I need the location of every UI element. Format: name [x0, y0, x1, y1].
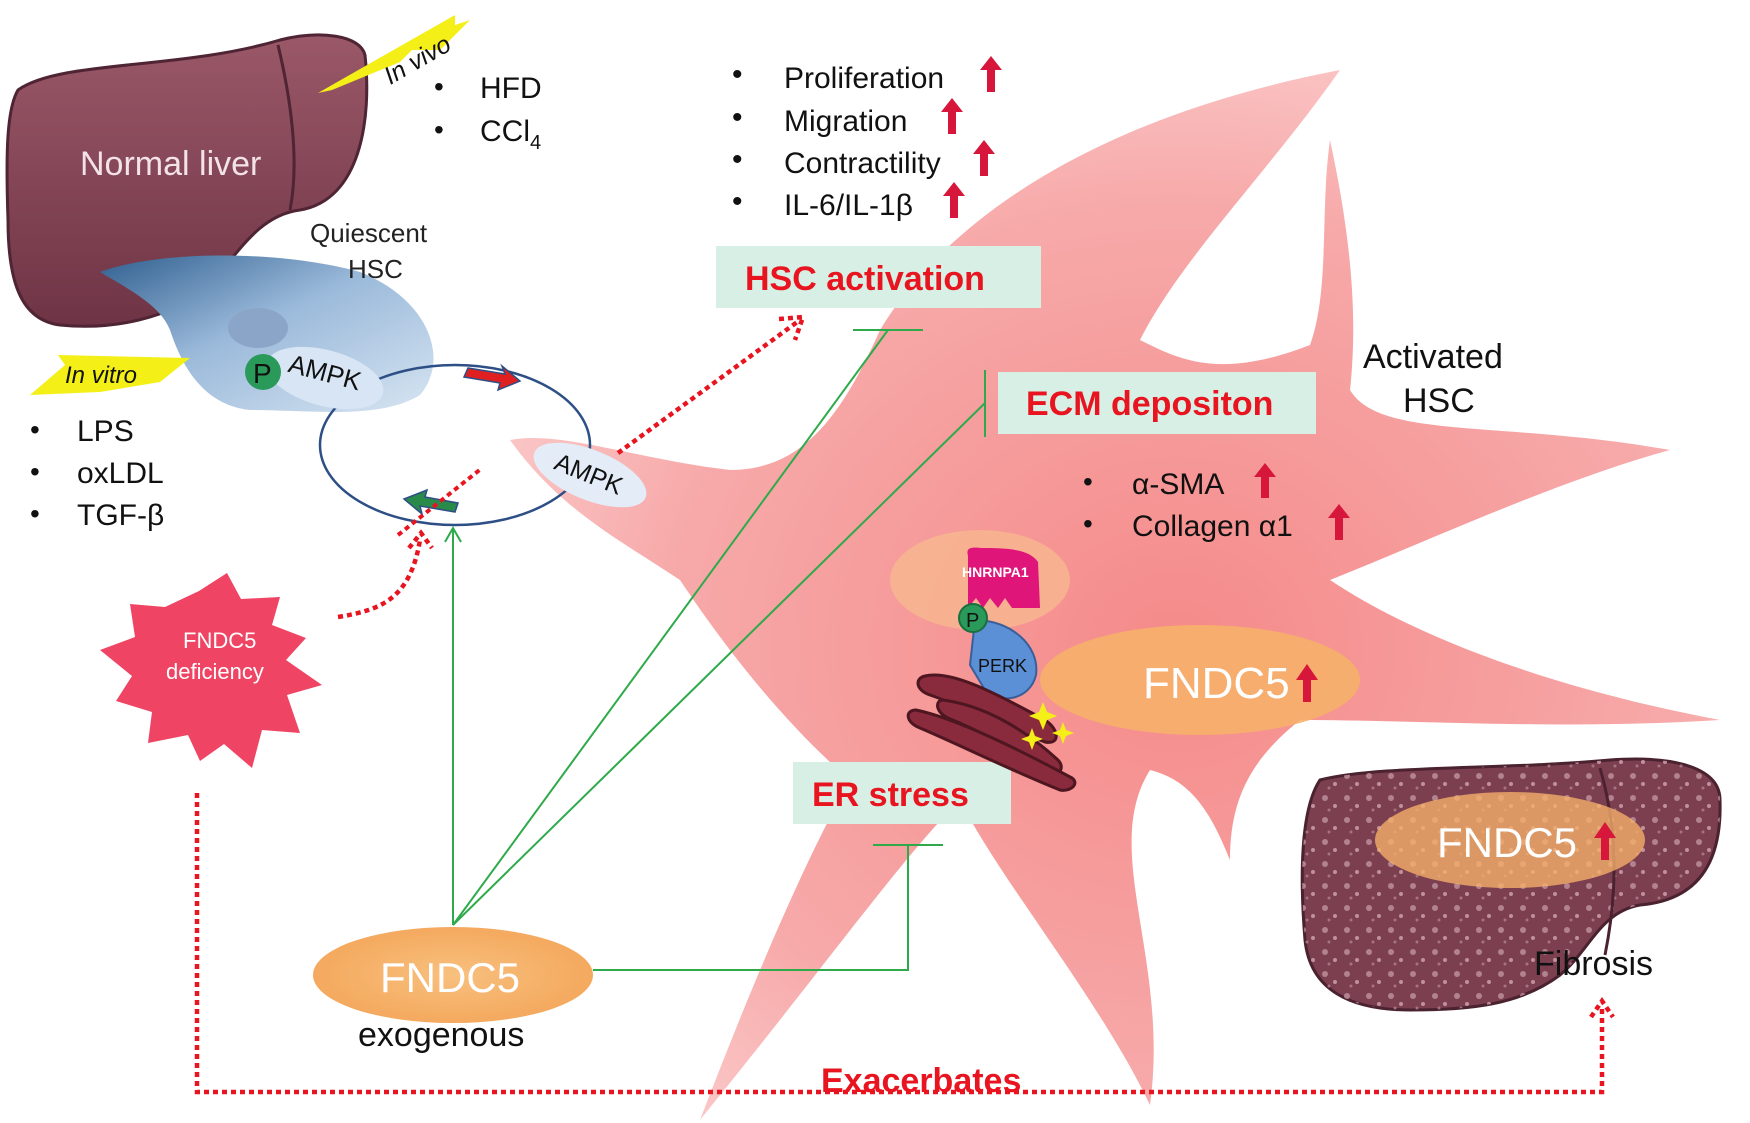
effect-il6-il1b: IL-6/IL-1β: [784, 189, 913, 222]
hsc-activation-label: HSC activation: [745, 260, 985, 298]
activated-hsc-cell: [510, 70, 1720, 1120]
normal-liver: [5, 33, 369, 328]
svg-text:•: •: [732, 101, 743, 134]
er-stress-label: ER stress: [812, 776, 969, 814]
in-vitro-label: In vitro: [65, 362, 137, 389]
cycle-back-arrow: [402, 488, 459, 517]
in-vitro-item-tgfb: TGF-β: [77, 499, 164, 532]
in-vitro-badge: [30, 355, 190, 395]
perk-label: PERK: [978, 656, 1027, 676]
svg-text:•: •: [30, 456, 40, 487]
fndc5-exogenous-label: FNDC5: [380, 954, 520, 1001]
er-membrane-icon: [906, 673, 1077, 792]
activated-hsc-label-2: HSC: [1403, 382, 1475, 420]
hnrnpa1-protein: [967, 547, 1040, 608]
marker-asma: α-SMA: [1132, 468, 1224, 501]
fndc5-deficiency-burst: [100, 573, 322, 768]
ampk-quiescent: [266, 346, 384, 410]
effect-contractility: Contractility: [784, 147, 941, 180]
fndc5-cell-oval: [1040, 625, 1360, 735]
in-vitro-item-oxldl: oxLDL: [77, 457, 164, 490]
up-arrow-icon: [980, 56, 1002, 92]
normal-liver-label: Normal liver: [80, 145, 261, 183]
activated-hsc-label-1: Activated: [1363, 338, 1503, 376]
hnrnpa1-phospho-icon: [958, 603, 988, 633]
deficiency-label-2: deficiency: [166, 659, 264, 684]
fndc5-exogenous-sub: exogenous: [358, 1016, 524, 1054]
red-dotted-arrows: [194, 314, 1615, 1095]
hsc-activation-box: [716, 246, 1041, 308]
effect-proliferation: Proliferation: [784, 62, 944, 95]
up-arrows-effects: [941, 56, 1002, 218]
svg-text:•: •: [434, 114, 444, 145]
cycle-forward-arrow: [462, 363, 522, 392]
phospho-ampk-icon: [245, 354, 281, 390]
activation-effects-list: • Proliferation • Migration • Contractil…: [732, 58, 944, 222]
svg-text:•: •: [732, 143, 743, 176]
in-vivo-item-ccl4-label: CCl4: [480, 115, 541, 154]
up-arrow-icon: [1254, 463, 1276, 498]
in-vivo-item-hfd: •: [434, 71, 444, 102]
up-arrow-icon: [1594, 822, 1616, 860]
hnrnpa1-label: HNRNPA1: [962, 564, 1029, 580]
quiescent-nucleus: [228, 308, 288, 348]
fndc5-exogenous-oval: [313, 927, 593, 1023]
fndc5-fibrosis-label: FNDC5: [1437, 819, 1577, 866]
sparkle-icon: [1021, 702, 1074, 750]
er-stress-box: [793, 762, 1011, 824]
deficiency-label-1: FNDC5: [183, 628, 256, 653]
svg-text:•: •: [1083, 466, 1093, 497]
up-arrow-icon: [1328, 504, 1350, 540]
svg-text:•: •: [732, 185, 743, 218]
svg-text:•: •: [30, 498, 40, 529]
effect-migration: Migration: [784, 105, 907, 138]
fibrosis-label: Fibrosis: [1534, 945, 1653, 983]
fndc5-cell-label: FNDC5: [1143, 659, 1290, 708]
svg-text:•: •: [1083, 508, 1093, 539]
svg-text:•: •: [30, 414, 40, 445]
ampk-activated: [533, 442, 647, 508]
in-vivo-badge: [318, 15, 470, 93]
in-vitro-item-lps: LPS: [77, 415, 134, 448]
in-vivo-item-hfd-label: HFD: [480, 72, 542, 105]
hnrnpa1-phospho-label: P: [966, 610, 979, 632]
ampk-cycle: [318, 363, 592, 527]
fndc5-fibrosis-oval: [1375, 792, 1645, 888]
ecm-box: [998, 372, 1316, 434]
up-arrow-icon: [943, 182, 965, 218]
up-arrow-icon: [973, 140, 995, 176]
marker-collagen: Collagen α1: [1132, 510, 1293, 543]
ecm-label: ECM depositon: [1026, 385, 1273, 423]
quiescent-label-2: HSC: [348, 254, 403, 284]
up-arrow-icon: [941, 98, 963, 134]
inhibition-lines: [444, 329, 986, 971]
up-arrow-icon: [1296, 664, 1318, 702]
quiescent-label-1: Quiescent: [310, 218, 428, 248]
exacerbates-label: Exacerbates: [821, 1062, 1021, 1100]
svg-text:•: •: [732, 58, 743, 91]
phospho-ampk-label: P: [253, 358, 272, 389]
